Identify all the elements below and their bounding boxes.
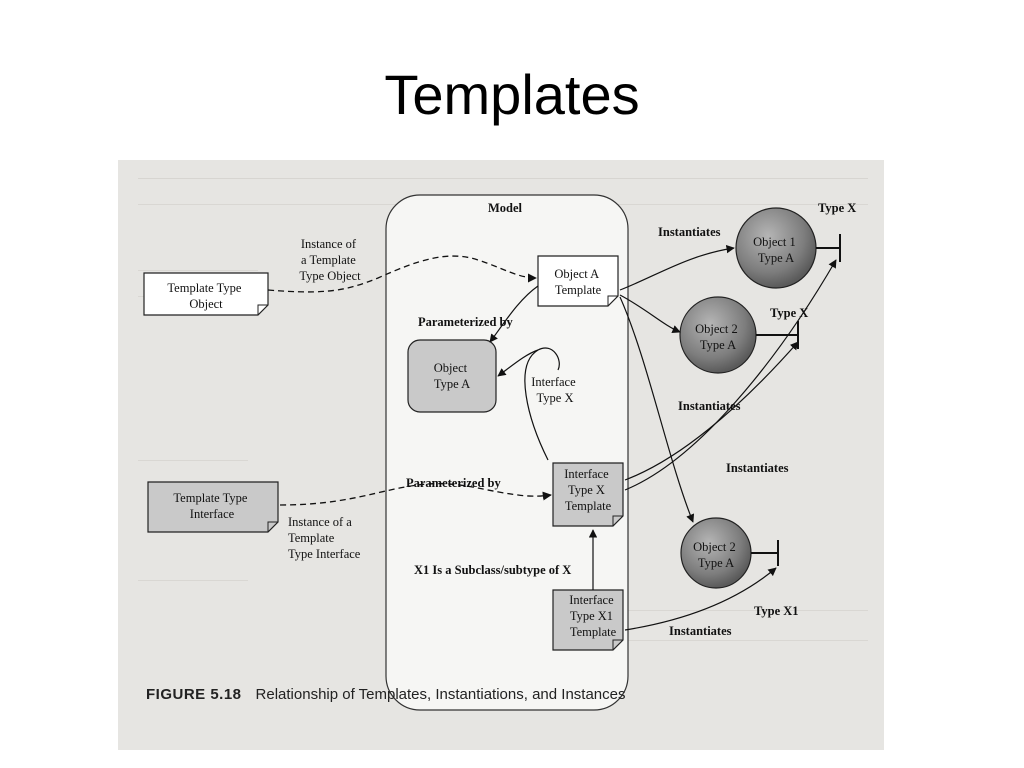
svg-text:Object Type A: Object Type A: [434, 361, 470, 391]
figure-caption-text: Relationship of Templates, Instantiation…: [255, 686, 626, 703]
interface-type-x-template-line1: Interface: [564, 467, 609, 481]
x1-subclass-label: X1 Is a Subclass/subtype of X: [414, 563, 571, 577]
instance-of-template-type-interface-l2: Template: [288, 531, 335, 545]
template-type-object-box: Template Type Object: [143, 272, 269, 316]
interface-type-x-template-line3: Template: [565, 499, 612, 513]
instance-of-template-type-object-l1: Instance of: [301, 237, 357, 251]
type-x1-label: Type X1: [754, 604, 799, 618]
object2-lower-instance: Object 2 Type A: [680, 517, 752, 589]
instance-of-template-type-interface-l3: Type Interface: [288, 547, 361, 561]
instantiates-label-4: Instantiates: [669, 624, 732, 638]
interface-type-x1-template-line2: Type X1: [570, 609, 613, 623]
svg-text:Template Type Interfac: Template Type Interface: [173, 491, 250, 521]
svg-text:Interface Type X1: Interface Type X1 Template: [569, 593, 617, 639]
object2-lower-line2: Type A: [698, 556, 734, 570]
template-type-interface-box: Template Type Interface: [147, 481, 279, 533]
object2-lower-line1: Object 2: [693, 540, 736, 554]
instance-of-template-type-object-l2: a Template: [301, 253, 356, 267]
svg-text:Instance of a Template: Instance of a Template Type Interface: [288, 515, 361, 561]
model-container: [385, 194, 629, 711]
svg-text:Object 1 Type A: Object 1 Type A: [753, 235, 799, 265]
object-a-template-box: Object A Template: [537, 255, 619, 307]
figure-caption: FIGURE 5.18 Relationship of Templates, In…: [146, 686, 625, 703]
parameterized-by-upper: Parameterized by: [418, 315, 514, 329]
template-type-interface-line1: Template Type: [173, 491, 247, 505]
type-x-label-1: Type X: [818, 201, 856, 215]
object-type-a-line2: Type A: [434, 377, 470, 391]
solid-arrows: [489, 244, 837, 631]
instantiates-label-2: Instantiates: [678, 399, 741, 413]
scanned-figure: Model Template Type Object Instance of a…: [118, 160, 884, 750]
interface-type-x1-template-line1: Interface: [569, 593, 614, 607]
instantiates-label-3: Instantiates: [726, 461, 789, 475]
figure-number: FIGURE 5.18: [146, 686, 242, 703]
instance-of-template-type-interface-l1: Instance of a: [288, 515, 352, 529]
template-type-object-line2: Object: [189, 297, 223, 311]
interface-type-x-template-box: Interface Type X Template: [552, 462, 624, 527]
object2-upper-line1: Object 2: [695, 322, 738, 336]
slide-title: Templates: [384, 63, 640, 126]
object-a-template-line2: Template: [555, 283, 602, 297]
svg-text:Object A Template: Object A Template: [554, 267, 601, 297]
object1-line1: Object 1: [753, 235, 796, 249]
template-type-object-line1: Template Type: [167, 281, 241, 295]
templates-diagram: Model Template Type Object Instance of a…: [138, 178, 868, 711]
interface-type-x1-template-line3: Template: [570, 625, 617, 639]
object2-upper-instance: Object 2 Type A: [679, 296, 757, 374]
object-a-template-line1: Object A: [554, 267, 599, 281]
svg-text:Object 2 Type A: Object 2 Type A: [693, 540, 739, 570]
parameterized-by-lower: Parameterized by: [406, 476, 502, 490]
svg-text:Instance of a Template: Instance of a Template Type Object: [299, 237, 361, 283]
type-x-label-2: Type X: [770, 306, 808, 320]
object-type-a-box: Object Type A: [407, 339, 497, 413]
interface-type-x-label-l1: Interface: [531, 375, 576, 389]
instantiates-label-1: Instantiates: [658, 225, 721, 239]
dashed-instance-arrows: [267, 255, 552, 506]
model-label: Model: [488, 201, 523, 215]
svg-text:Template Type Object: Template Type Object: [167, 281, 244, 311]
object1-instance: Object 1 Type A: [735, 207, 817, 289]
template-type-interface-line2: Interface: [190, 507, 235, 521]
instance-of-template-type-object-l3: Type Object: [299, 269, 361, 283]
object2-upper-line2: Type A: [700, 338, 736, 352]
interface-type-x-label-l2: Type X: [537, 391, 574, 405]
svg-text:Interface Type X: Interface Type X Template: [564, 467, 612, 513]
object1-line2: Type A: [758, 251, 794, 265]
svg-text:Interface Type X: Interface Type X: [531, 375, 579, 405]
svg-text:Object 2 Type A: Object 2 Type A: [695, 322, 741, 352]
object-type-a-line1: Object: [434, 361, 468, 375]
interface-type-x-template-line2: Type X: [568, 483, 605, 497]
interface-type-x1-template-box: Interface Type X1 Template: [552, 589, 624, 651]
